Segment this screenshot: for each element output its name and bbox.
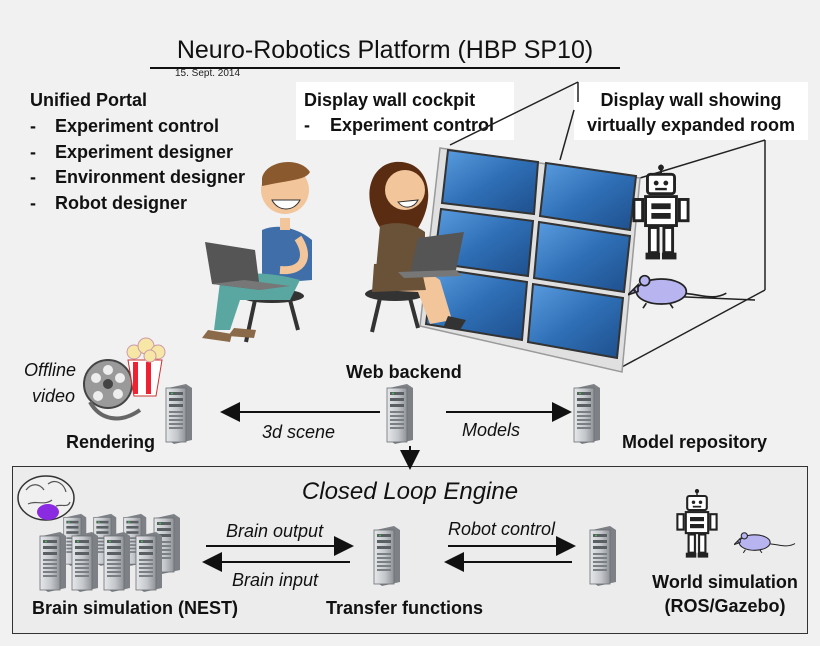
diagram-date: 15. Sept. 2014 <box>175 68 241 79</box>
woman-with-laptop-icon <box>365 161 466 333</box>
world-rat-icon <box>734 532 796 554</box>
edge-label-brain-output: Brain output <box>226 521 324 541</box>
web-backend-label: Web backend <box>346 362 462 382</box>
model-repository-server-icon <box>573 383 601 444</box>
edge-label-brain-input: Brain input <box>232 570 319 590</box>
list-item: -Experiment designer <box>30 141 234 162</box>
brain-simulation-server-cluster <box>39 513 181 592</box>
edge-label-models: Models <box>462 420 521 440</box>
brain-simulation-label: Brain simulation (NEST) <box>32 598 239 618</box>
edge-label-3d-scene: 3d scene <box>262 422 336 442</box>
web-backend-server-icon <box>386 383 414 444</box>
rat-icon <box>628 274 728 310</box>
display-wall <box>419 147 641 373</box>
expanded-line-1: Display wall showing <box>600 90 782 110</box>
diagram-title: Neuro-Robotics Platform (HBP SP10) <box>150 36 620 69</box>
unified-portal-title: Unified Portal <box>30 90 148 110</box>
cockpit-item: -Experiment control <box>304 115 495 135</box>
edge-label-robot-control: Robot control <box>448 519 556 539</box>
expanded-room-label-box: Display wall showing virtually expanded … <box>574 82 808 140</box>
unified-portal-list: -Experiment control -Experiment designer… <box>30 114 245 216</box>
offline-video-label-2: video <box>32 386 76 406</box>
brain-icon <box>17 475 75 521</box>
world-robot-icon <box>676 488 718 559</box>
man-with-laptop-icon <box>202 161 312 343</box>
list-item: -Robot designer <box>30 192 188 213</box>
rendering-label: Rendering <box>66 432 156 452</box>
transfer-functions-label: Transfer functions <box>326 598 484 618</box>
cockpit-title: Display wall cockpit <box>304 90 476 110</box>
world-simulation-label-2: (ROS/Gazebo) <box>664 596 786 616</box>
world-simulation-label-1: World simulation <box>652 572 798 592</box>
rendering-server-icon <box>165 383 193 444</box>
list-item: -Environment designer <box>30 167 246 187</box>
offline-video-label-1: Offline <box>24 360 77 380</box>
cockpit-label-box: Display wall cockpit -Experiment control <box>296 82 514 140</box>
list-item: -Experiment control <box>30 116 220 136</box>
model-repository-label: Model repository <box>622 432 768 452</box>
popcorn-icon <box>126 337 166 397</box>
world-simulation-server-icon <box>589 525 617 586</box>
closed-loop-engine-title: Closed Loop Engine <box>301 478 519 505</box>
film-reel-icon <box>83 359 142 421</box>
expanded-line-2: virtually expanded room <box>586 115 796 135</box>
transfer-functions-server-icon <box>373 525 401 586</box>
robot-icon <box>632 163 690 261</box>
